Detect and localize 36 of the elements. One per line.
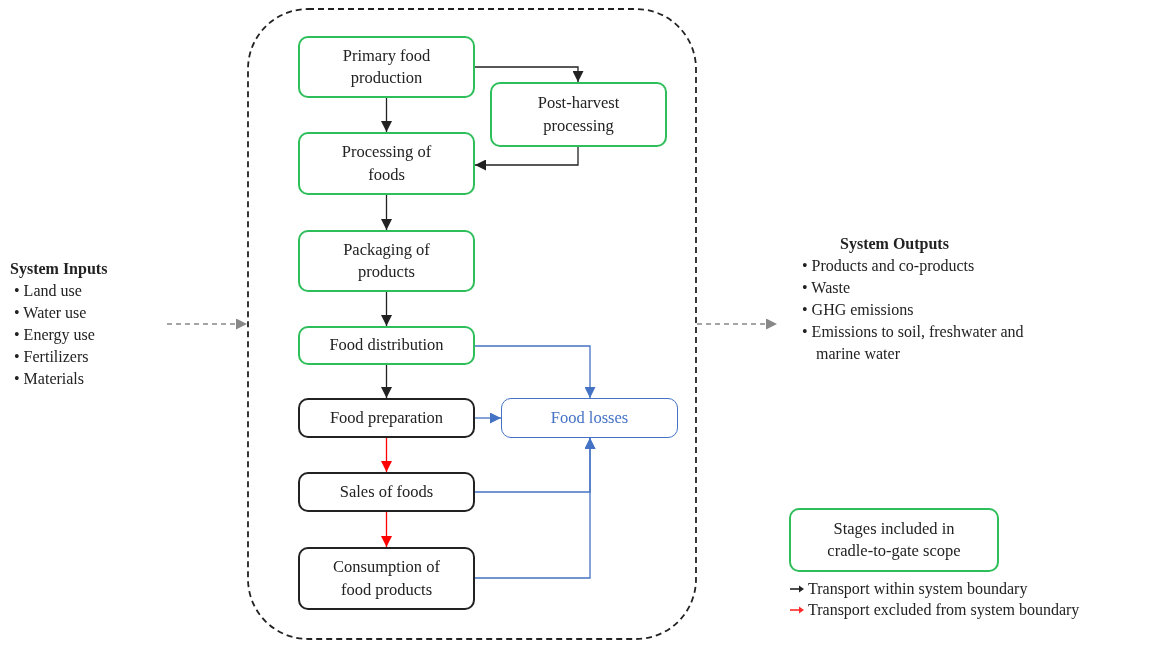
- list-item: • Waste: [801, 278, 851, 299]
- stage-box: Processing of foods: [298, 132, 475, 195]
- arrow: [381, 511, 392, 548]
- arrow: [381, 291, 392, 327]
- arrow: [474, 412, 502, 424]
- legend-box: Stages included in cradle-to-gate scope: [789, 508, 999, 572]
- arrow: [474, 437, 596, 579]
- arrow: [381, 364, 392, 399]
- legend-label: Transport within system boundary: [808, 580, 1028, 598]
- list-item: • Land use: [13, 281, 83, 302]
- stage-box: Food distribution: [298, 326, 475, 365]
- stage-box: Post-harvest processing: [490, 82, 667, 147]
- list-item: • Energy use: [13, 325, 96, 346]
- stage-box: Primary food production: [298, 36, 475, 98]
- list-item: • Fertilizers: [13, 347, 90, 368]
- loss-box: Food losses: [501, 398, 678, 438]
- arrow: [381, 194, 392, 231]
- stage-box: Sales of foods: [298, 472, 475, 512]
- arrow: [381, 437, 392, 473]
- arrow: [474, 345, 596, 399]
- arrow: [474, 146, 579, 171]
- list-item: • Water use: [13, 303, 88, 324]
- arrow: [381, 97, 392, 133]
- arrow: [696, 318, 778, 330]
- list-item: • Products and co-products: [801, 256, 976, 277]
- arrow: [166, 318, 248, 330]
- list-heading: System Inputs: [10, 259, 108, 280]
- list-item: • Emissions to soil, freshwater and marine water: [801, 322, 1025, 365]
- list-heading: System Outputs: [840, 234, 949, 255]
- list-item: • Materials: [13, 369, 86, 390]
- stage-box: Food preparation: [298, 398, 475, 438]
- stage-box: Packaging of products: [298, 230, 475, 292]
- arrow: [474, 66, 584, 83]
- stage-box: Consumption of food products: [298, 547, 475, 610]
- list-item: • GHG emissions: [801, 300, 915, 321]
- legend-label: Transport excluded from system boundary: [808, 601, 1080, 619]
